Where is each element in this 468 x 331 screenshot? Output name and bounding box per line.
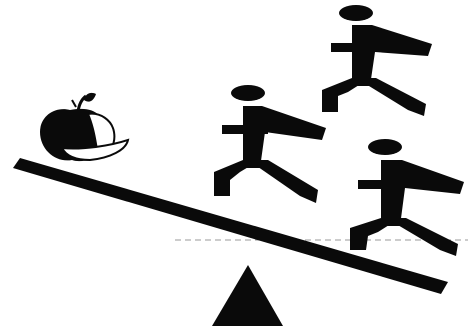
triangle-fulcrum-icon (212, 265, 283, 326)
apple-icon (40, 93, 128, 161)
running-person-icon (350, 139, 464, 256)
running-person-icon (214, 85, 326, 203)
running-person-icon (322, 5, 432, 116)
